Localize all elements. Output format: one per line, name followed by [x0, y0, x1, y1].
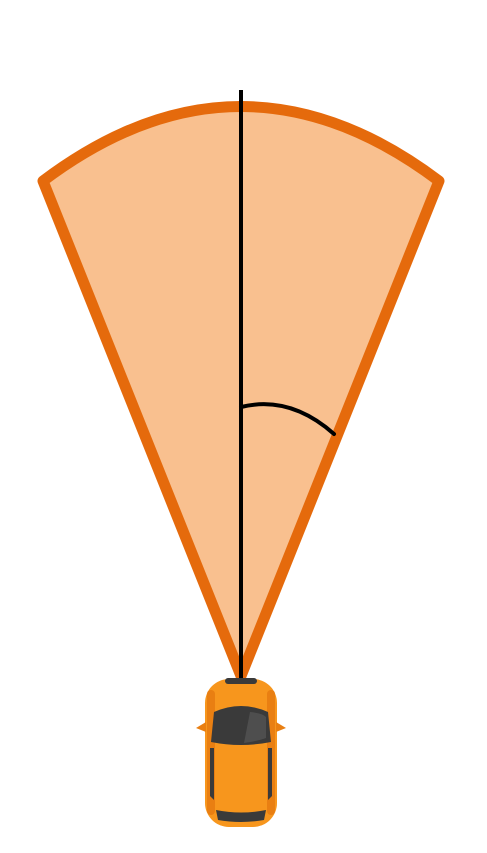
half-angle-arc	[239, 402, 336, 436]
car-top-view-icon	[196, 678, 286, 827]
car-mirror	[276, 722, 286, 732]
car-side-window	[210, 748, 214, 800]
car-front-sensor	[225, 678, 257, 684]
car-rear-window	[216, 810, 266, 822]
car-mirror	[196, 722, 206, 732]
car-body	[205, 679, 277, 827]
car-windshield-highlight	[244, 712, 266, 743]
car-side-window	[268, 748, 272, 800]
